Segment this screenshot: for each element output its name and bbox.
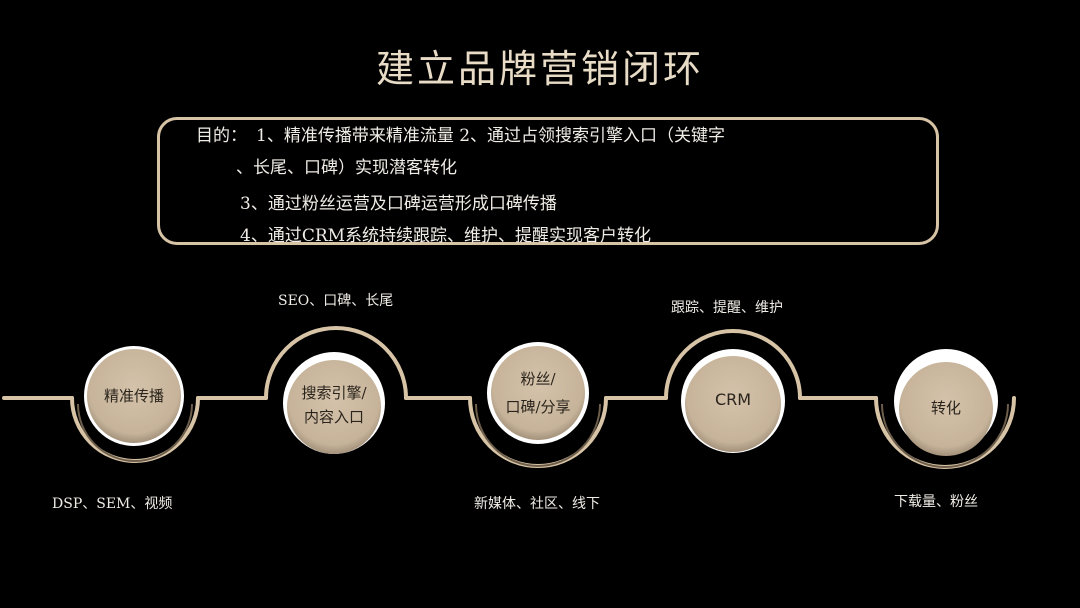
node-2-label-top: 搜索引擎/ xyxy=(301,384,367,402)
goal-line-2: 、长尾、口碑）实现潜客转化 xyxy=(236,158,457,178)
node-5-label: 转化 xyxy=(930,399,961,417)
caption-below-node-5: 下载量、粉丝 xyxy=(894,494,978,510)
node-2-circle xyxy=(287,360,381,454)
node-3-label-top: 粉丝/ xyxy=(520,370,556,388)
node-3-circle xyxy=(491,346,585,440)
flow-connector-shadow xyxy=(77,403,1009,468)
node-1 xyxy=(84,346,184,446)
node-3-label-bottom: 口碑/分享 xyxy=(505,398,571,416)
node-2-label-bottom: 内容入口 xyxy=(303,408,364,426)
caption-below-node-1: DSP、SEM、视频 xyxy=(52,496,173,512)
page-title: 建立品牌营销闭环 xyxy=(375,47,704,91)
node-5 xyxy=(894,349,998,456)
caption-above-node-2: SEO、口碑、长尾 xyxy=(278,293,394,309)
node-4-circle xyxy=(685,356,781,452)
goal-line-1: 1、精准传播带来精准流量 2、通过占领搜索引擎入口（关键字 xyxy=(256,126,726,146)
goals-prefix: 目的： xyxy=(196,126,247,146)
caption-below-node-3: 新媒体、社区、线下 xyxy=(474,496,600,512)
connector-arc-4 xyxy=(664,329,802,400)
node-4 xyxy=(681,349,785,453)
caption-above-node-4: 跟踪、提醒、维护 xyxy=(671,300,783,316)
goals-box xyxy=(157,117,939,245)
node-5-circle xyxy=(899,362,993,456)
goal-line-3: 3、通过粉丝运营及口碑运营形成口碑传播 xyxy=(240,194,557,214)
node-1-label: 精准传播 xyxy=(103,387,164,405)
node-2 xyxy=(283,352,385,454)
connector-arc-2 xyxy=(264,326,408,400)
node-1-circle xyxy=(87,349,181,443)
node-4-label: CRM xyxy=(714,390,752,409)
goal-line-4: 4、通过CRM系统持续跟踪、维护、提醒实现客户转化 xyxy=(240,226,652,246)
node-3 xyxy=(487,342,589,444)
